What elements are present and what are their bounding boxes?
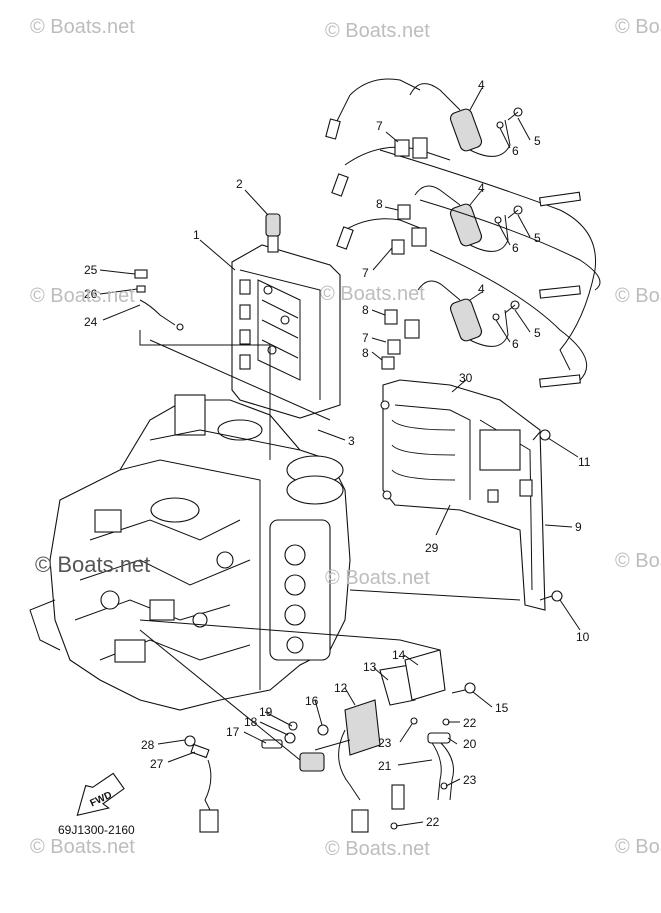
callout-8-low: 8 — [362, 346, 369, 360]
callout-21: 21 — [378, 759, 392, 773]
callout-4-low: 4 — [478, 282, 485, 296]
items-24-26 — [134, 269, 184, 331]
callout-15: 15 — [495, 701, 509, 715]
watermark-bottom-right: © Boat — [615, 836, 661, 858]
connectors — [381, 137, 428, 370]
callout-5-low: 5 — [534, 326, 541, 340]
watermark-bottom-mid: © Boats.net — [325, 838, 430, 860]
callout-18: 18 — [244, 715, 258, 729]
callout-23-top: 23 — [378, 736, 392, 750]
callout-1: 1 — [193, 228, 200, 242]
callout-10: 10 — [576, 630, 590, 644]
watermark-top-right: © Boat — [615, 16, 661, 38]
callout-7-mid: 7 — [362, 266, 369, 280]
callout-28: 28 — [141, 738, 155, 752]
callout-11: 11 — [578, 455, 591, 469]
callout-5-top: 5 — [534, 134, 541, 148]
callout-29: 29 — [425, 541, 439, 555]
watermark-big-left: © Boats.net — [35, 552, 151, 577]
watermark-top-left: © Boats.net — [30, 16, 135, 38]
callout-23-bot: 23 — [463, 773, 477, 787]
callout-3: 3 — [348, 434, 355, 448]
callout-6-low: 6 — [512, 337, 519, 351]
watermark-top-mid: © Boats.net — [325, 20, 430, 42]
callout-7-low: 7 — [362, 331, 369, 345]
rectifier-assy — [261, 649, 476, 833]
callout-4-mid: 4 — [478, 181, 485, 195]
callout-numbers: 1 2 3 4 4 4 5 5 5 6 6 6 7 7 7 8 8 8 9 10… — [84, 78, 591, 829]
callout-12: 12 — [334, 681, 348, 695]
callout-17: 17 — [226, 725, 240, 739]
callout-8-top: 8 — [376, 197, 383, 211]
callout-19: 19 — [259, 705, 273, 719]
watermark-mid-left: © Boats.net — [30, 285, 135, 307]
callout-20: 20 — [463, 737, 477, 751]
ecu-bracket — [231, 213, 341, 419]
watermark-bottom-left: © Boats.net — [30, 836, 135, 858]
callout-26: 26 — [84, 287, 98, 301]
ignition-coil-low — [417, 280, 509, 347]
engine-block — [29, 394, 351, 711]
callout-30: 30 — [459, 371, 473, 385]
bolts-5-6 — [492, 107, 523, 321]
electrical-cover — [380, 379, 563, 611]
callout-16: 16 — [305, 694, 319, 708]
watermark-mid-right: © Boat — [615, 285, 661, 307]
ignition-coil-top — [325, 78, 511, 197]
fwd-arrow: FWD — [76, 772, 125, 816]
watermark-lower-right: © Boat — [615, 550, 661, 572]
callout-22-bot: 22 — [426, 815, 440, 829]
callout-25: 25 — [84, 263, 98, 277]
watermark-mid-center: © Boats.net — [320, 283, 425, 305]
callout-22-top: 22 — [463, 716, 477, 730]
callout-24: 24 — [84, 315, 98, 329]
leader-lines — [99, 87, 581, 827]
callout-14: 14 — [392, 648, 406, 662]
callout-7-top: 7 — [376, 119, 383, 133]
plug-leads — [379, 149, 601, 388]
callout-6-top: 6 — [512, 144, 519, 158]
callout-13: 13 — [363, 660, 377, 674]
callout-6-mid: 6 — [512, 241, 519, 255]
callout-2: 2 — [236, 177, 243, 191]
ignition-coil-mid — [336, 185, 509, 252]
watermark-mid-center-2: © Boats.net — [325, 567, 430, 589]
callout-8-mid: 8 — [362, 303, 369, 317]
diagram-code: 69J1300-2160 — [58, 823, 135, 837]
callout-4-top: 4 — [478, 78, 485, 92]
sensor-27 — [184, 735, 219, 833]
callout-5-mid: 5 — [534, 231, 541, 245]
callout-9: 9 — [575, 520, 582, 534]
callout-27: 27 — [150, 757, 164, 771]
